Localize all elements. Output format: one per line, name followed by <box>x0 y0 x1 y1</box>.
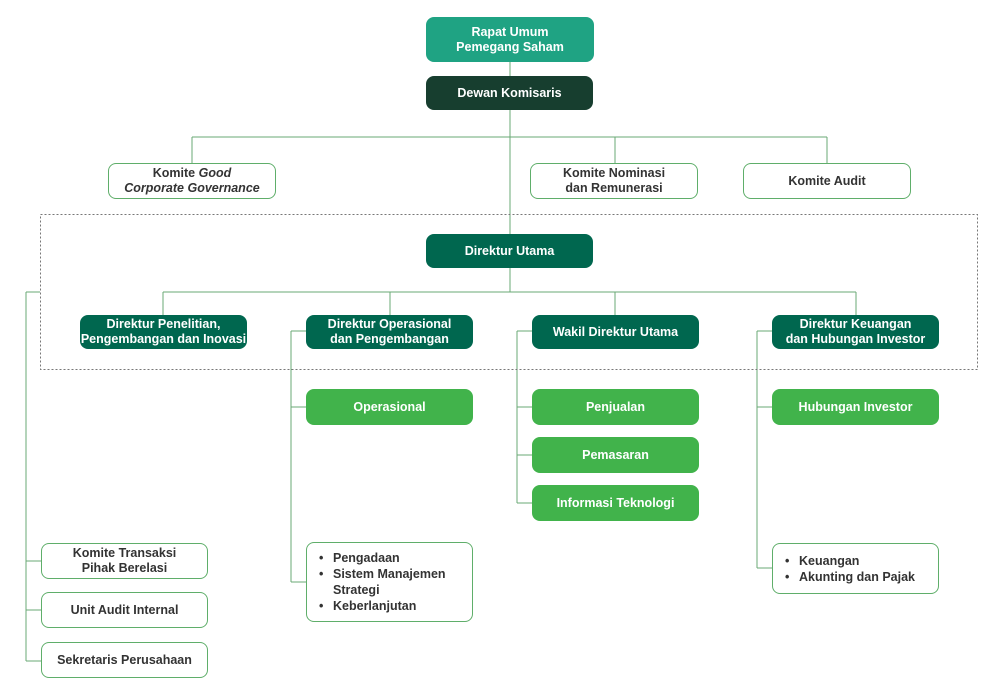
pemasaran-label: Pemasaran <box>582 447 649 462</box>
sekretaris-label: Sekretaris Perusahaan <box>57 652 192 667</box>
list-item: Keberlanjutan <box>319 598 446 614</box>
operasional-box: Operasional <box>306 389 473 425</box>
direktur-keuangan-line2: dan Hubungan Investor <box>785 332 926 346</box>
list-item: Pengadaan <box>319 550 446 566</box>
list-item: Sistem Manajemen Strategi <box>319 566 446 598</box>
direktur-penelitian-line1: Direktur Penelitian, <box>106 317 221 331</box>
operasional-units-list: Pengadaan Sistem Manajemen Strategi Kebe… <box>307 550 446 614</box>
wakil-direktur-label: Wakil Direktur Utama <box>552 324 679 339</box>
rups-line1: Rapat Umum <box>471 24 549 39</box>
direktur-utama-label: Direktur Utama <box>464 243 555 258</box>
hubungan-investor-box: Hubungan Investor <box>772 389 939 425</box>
komite-transaksi-line2: Pihak Berelasi <box>81 561 168 575</box>
unit-audit-box: Unit Audit Internal <box>41 592 208 628</box>
penjualan-label: Penjualan <box>585 399 646 414</box>
operasional-units-box: Pengadaan Sistem Manajemen Strategi Kebe… <box>306 542 473 622</box>
komite-gcg-italic2: Corporate Governance <box>124 181 260 195</box>
keuangan-units-list: Keuangan Akunting dan Pajak <box>773 553 915 585</box>
direktur-operasional-line1: Direktur Operasional <box>327 317 452 331</box>
direktur-utama-box: Direktur Utama <box>426 234 593 268</box>
komite-audit-box: Komite Audit <box>743 163 911 199</box>
direktur-keuangan-line1: Direktur Keuangan <box>799 317 912 331</box>
komite-transaksi-line1: Komite Transaksi <box>72 546 177 560</box>
direktur-operasional-line2: dan Pengembangan <box>330 332 449 346</box>
dewan-komisaris-box: Dewan Komisaris <box>426 76 593 110</box>
komite-nominasi-line2: dan Remunerasi <box>565 181 663 195</box>
penjualan-box: Penjualan <box>532 389 699 425</box>
komite-gcg-prefix: Komite <box>152 166 199 180</box>
komite-gcg-italic1: Good <box>198 166 232 180</box>
list-item-line: Strategi <box>333 583 380 597</box>
direktur-penelitian-line2: Pengembangan dan Inovasi <box>80 332 247 346</box>
informasi-teknologi-box: Informasi Teknologi <box>532 485 699 521</box>
hubungan-investor-label: Hubungan Investor <box>798 399 913 414</box>
informasi-teknologi-label: Informasi Teknologi <box>556 495 675 510</box>
list-item: Akunting dan Pajak <box>785 569 915 585</box>
komite-audit-label: Komite Audit <box>788 173 866 188</box>
list-item: Keuangan <box>785 553 915 569</box>
direktur-penelitian-box: Direktur Penelitian,Pengembangan dan Ino… <box>80 315 247 349</box>
operasional-label: Operasional <box>353 399 426 414</box>
keuangan-units-box: Keuangan Akunting dan Pajak <box>772 543 939 594</box>
pemasaran-box: Pemasaran <box>532 437 699 473</box>
list-item-line: Sistem Manajemen <box>333 567 446 581</box>
unit-audit-label: Unit Audit Internal <box>70 602 179 617</box>
rups-line2: Pemegang Saham <box>456 39 564 54</box>
komite-nominasi-line1: Komite Nominasi <box>562 166 666 180</box>
wakil-direktur-box: Wakil Direktur Utama <box>532 315 699 349</box>
dewan-komisaris-label: Dewan Komisaris <box>457 85 562 100</box>
sekretaris-box: Sekretaris Perusahaan <box>41 642 208 678</box>
